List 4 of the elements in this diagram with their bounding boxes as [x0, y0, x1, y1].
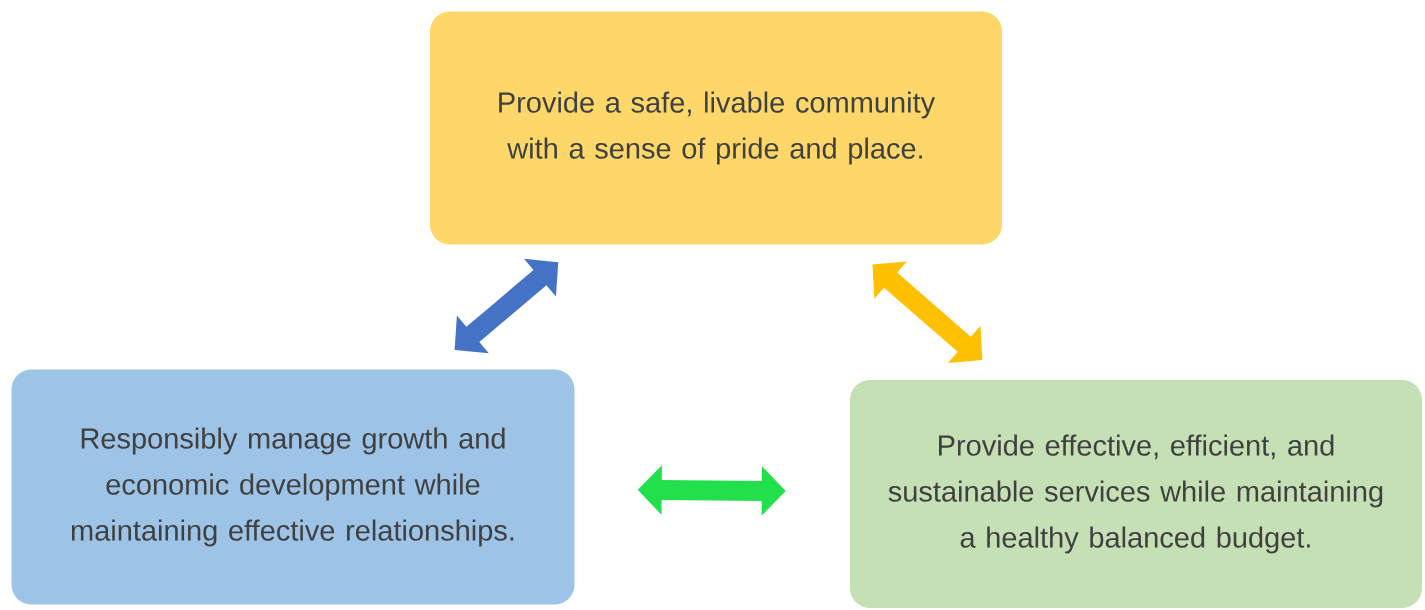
double-arrow [454, 258, 559, 354]
goal-box: Provide effective, efficient, and sustainable services while maintaining a healthy balanced budget. [850, 380, 1422, 608]
goal-box: Responsibly manage growth and economic development while maintaining effective relationships. [11, 369, 575, 605]
goal-box: Provide a safe, livable community with a sense of pride and place. [430, 11, 1002, 245]
